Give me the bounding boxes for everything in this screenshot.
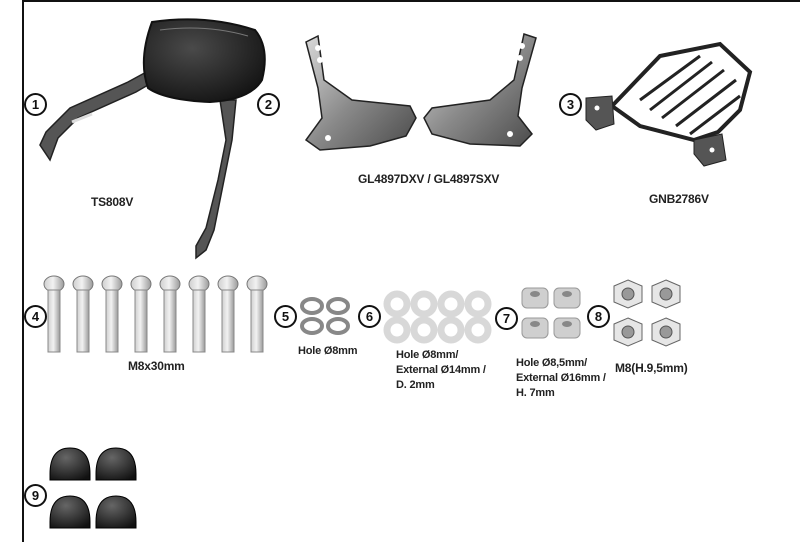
item-4-number: 4 — [24, 305, 47, 328]
item-9-number: 9 — [24, 484, 47, 507]
brackets-gl4897 — [304, 33, 537, 151]
frame-left-border — [22, 0, 24, 542]
label-ts808v: TS808V — [91, 195, 134, 209]
label-flat-washers-line-2: External Ø14mm / — [396, 364, 486, 376]
frame-top-border — [22, 0, 800, 2]
item-3-number: 3 — [559, 93, 582, 116]
label-spacers: Hole Ø8,5mm/ External Ø16mm / H. 7mm — [516, 356, 606, 401]
item-8-number: 8 — [587, 305, 610, 328]
bolts-m8x30 — [43, 275, 268, 353]
label-gl4897: GL4897DXV / GL4897SXV — [358, 172, 500, 186]
label-gnb2786v: GNB2786V — [649, 192, 709, 206]
black-caps — [49, 447, 137, 529]
label-nuts: M8(H.9,5mm) — [615, 361, 688, 375]
label-spring-washers: Hole Ø8mm — [298, 345, 358, 357]
flat-washers — [383, 290, 492, 344]
label-bolts: M8x30mm — [128, 359, 185, 373]
spacers — [521, 287, 581, 339]
spring-washers — [300, 297, 350, 335]
item-2-number: 2 — [257, 93, 280, 116]
label-spacers-line-1: Hole Ø8,5mm/ — [516, 357, 587, 369]
nuts-m8 — [613, 279, 681, 347]
label-flat-washers-line-1: Hole Ø8mm/ — [396, 349, 459, 361]
item-5-number: 5 — [274, 305, 297, 328]
item-1-number: 1 — [24, 93, 47, 116]
label-flat-washers: Hole Ø8mm/ External Ø14mm / D. 2mm — [396, 348, 486, 393]
rack-gnb2786v — [585, 41, 753, 167]
label-flat-washers-line-3: D. 2mm — [396, 379, 435, 391]
backrest-ts808v — [39, 18, 266, 260]
label-spacers-line-2: External Ø16mm / — [516, 372, 606, 384]
label-spacers-line-3: H. 7mm — [516, 387, 555, 399]
item-7-number: 7 — [495, 307, 518, 330]
item-6-number: 6 — [358, 305, 381, 328]
